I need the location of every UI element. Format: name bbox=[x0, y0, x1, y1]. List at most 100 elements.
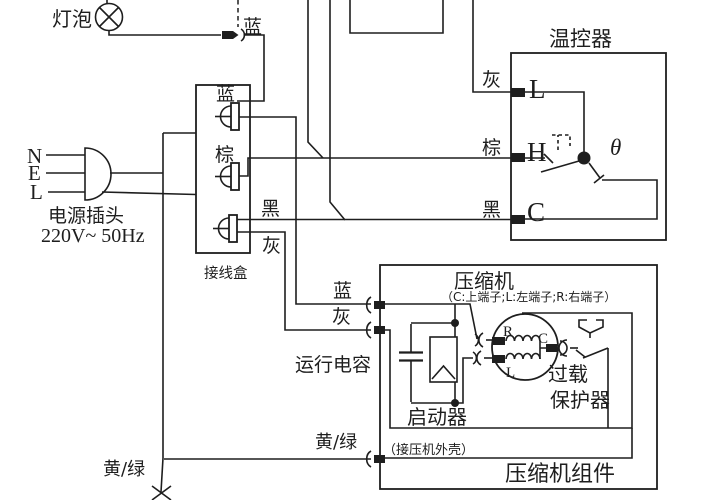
jb-gray-label: 灰 bbox=[262, 235, 281, 257]
plug-cord-to-box-bottom bbox=[101, 191, 197, 196]
wire-blue-internal bbox=[385, 303, 478, 340]
motor-terminal-L bbox=[492, 355, 505, 363]
wire-earth-vertical bbox=[160, 133, 164, 493]
top-partial-box bbox=[349, 0, 444, 34]
blue-entry-terminal bbox=[374, 301, 385, 309]
wire-blue-to-compressor bbox=[239, 116, 371, 305]
plug-spec-label: 220V~ 50Hz bbox=[41, 225, 145, 247]
th-wire-C bbox=[525, 179, 658, 220]
wire-top-branch-to-brown bbox=[307, 0, 324, 159]
jb-blue-label: 蓝 bbox=[216, 83, 235, 105]
bottom-rail-to-L bbox=[411, 357, 473, 404]
overload-contact-tick bbox=[575, 349, 586, 358]
comp-blue-label: 蓝 bbox=[333, 280, 352, 302]
wire-brown-to-thermostat bbox=[239, 157, 511, 177]
th-wire-L bbox=[525, 91, 585, 152]
lamp-wire-color-label: 蓝 bbox=[243, 16, 262, 38]
th-brown-label: 棕 bbox=[482, 137, 501, 159]
gray-entry-connector-icon bbox=[365, 321, 372, 339]
terminal-H-label: H bbox=[527, 137, 547, 167]
wire-top-branch-to-black bbox=[329, 0, 346, 221]
compressor-assembly-group: 压缩机 （C:上端子;L:左端子;R:右端子） 压缩机组件 （接压机外壳） 运行… bbox=[295, 264, 658, 490]
yg-entry-connector-icon bbox=[365, 450, 372, 468]
wire-gray-to-thermostat-L bbox=[472, 0, 511, 93]
motor-winding-top-icon bbox=[505, 334, 541, 342]
lamp-wire bbox=[108, 30, 221, 36]
pin-n-label: N bbox=[27, 144, 42, 168]
compressor-assembly-outline bbox=[379, 264, 658, 490]
lamp-connector-icon bbox=[222, 28, 246, 42]
motor-c-label: C bbox=[538, 331, 548, 347]
blue-entry-connector-icon bbox=[365, 296, 372, 314]
terminal-H bbox=[511, 153, 525, 162]
thermostat-title: 温控器 bbox=[549, 27, 612, 51]
lamp-symbol-group bbox=[94, 0, 221, 36]
overload-label-1: 过载 bbox=[548, 362, 588, 386]
motor-circle-icon bbox=[491, 313, 559, 381]
yg-entry-terminal bbox=[374, 455, 385, 463]
th-gray-label: 灰 bbox=[482, 69, 501, 91]
yellow-green-label-right: 黄/绿 bbox=[315, 432, 357, 453]
motor-winding-tie bbox=[539, 341, 546, 359]
jb-blue-plug-bar bbox=[230, 102, 240, 131]
junction-box-outline bbox=[195, 84, 251, 254]
capacitor-plates-icon bbox=[399, 351, 423, 362]
terminal-L-label: L bbox=[529, 74, 546, 104]
junction-box-group: 接线盒 蓝 棕 bbox=[195, 83, 251, 282]
motor-terminal-C bbox=[546, 344, 557, 352]
overload-switch-blade bbox=[582, 347, 609, 359]
entry-connectors bbox=[365, 296, 372, 468]
plug-name-label: 电源插头 bbox=[48, 205, 124, 227]
comp-gray-label: 灰 bbox=[332, 306, 351, 328]
run-capacitor-label: 运行电容 bbox=[295, 354, 371, 376]
jb-bottom-plug-bar bbox=[228, 214, 238, 243]
yellow-green-label-left: 黄/绿 bbox=[103, 459, 145, 480]
motor-r-label: R bbox=[503, 324, 513, 340]
shell-note-label: （接压机外壳） bbox=[383, 442, 474, 458]
r-connector-female-arc bbox=[478, 332, 484, 348]
wire-gray-shell-path bbox=[385, 312, 633, 429]
chassis-ground-icon bbox=[151, 485, 172, 500]
starter-label: 启动器 bbox=[407, 405, 467, 429]
rail-dot-top bbox=[451, 319, 459, 327]
terminal-C bbox=[511, 215, 525, 224]
th-contact-theta-tick bbox=[593, 174, 605, 184]
terminal-C-label: C bbox=[527, 197, 545, 227]
c-connector-female-arc bbox=[558, 339, 568, 357]
starter-box-icon bbox=[429, 336, 458, 383]
th-black-label: 黑 bbox=[482, 199, 501, 221]
compressor-title: 压缩机 bbox=[454, 269, 514, 293]
pin-e-label: E bbox=[28, 161, 41, 185]
rail-dot-bottom bbox=[451, 399, 459, 407]
jb-brown-label: 棕 bbox=[215, 144, 234, 166]
overload-heater-icon bbox=[578, 319, 604, 338]
thermostat-group: 温控器 灰 棕 黑 L H C θ bbox=[482, 27, 667, 241]
lamp-cross-icon bbox=[98, 6, 120, 28]
wire-yg-internal bbox=[385, 428, 633, 459]
power-plug-group: N E L 电源插头 220V~ 50Hz bbox=[27, 132, 197, 247]
motor-terminal-R bbox=[492, 337, 505, 345]
compressor-subtitle: （C:上端子;L:左端子;R:右端子） bbox=[441, 289, 616, 304]
motor-l-label: L bbox=[506, 365, 515, 381]
l-connector-female-arc bbox=[476, 350, 482, 366]
th-actuator-dashed bbox=[552, 134, 571, 150]
th-switch-blade-2 bbox=[588, 162, 601, 179]
r-connector-male-arc bbox=[474, 333, 480, 347]
theta-label: θ bbox=[610, 135, 621, 160]
assembly-label: 压缩机组件 bbox=[505, 462, 615, 487]
junction-box-label: 接线盒 bbox=[204, 265, 248, 282]
th-contact-H-tick bbox=[543, 153, 554, 164]
overload-label-2: 保护器 bbox=[550, 388, 610, 412]
plug-body-icon bbox=[84, 147, 112, 201]
gray-entry-terminal bbox=[374, 326, 385, 334]
jb-brown-plug-bar bbox=[230, 162, 240, 191]
wire-gray-to-compressor bbox=[237, 231, 371, 331]
th-pivot-dot bbox=[577, 151, 591, 165]
pin-l-label: L bbox=[30, 180, 43, 204]
l-connector-male-arc bbox=[472, 351, 478, 365]
starter-triangle-icon bbox=[431, 364, 456, 380]
th-switch-blade-1 bbox=[540, 160, 580, 173]
terminal-L bbox=[511, 88, 525, 97]
